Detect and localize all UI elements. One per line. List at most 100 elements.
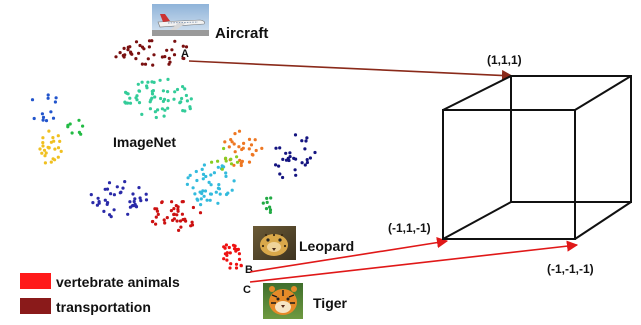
scatter-point: [212, 171, 216, 175]
scatter-point: [126, 48, 130, 52]
scatter-point: [234, 247, 238, 251]
scatter-point: [53, 147, 57, 151]
scatter-point: [208, 192, 213, 196]
scatter-point: [109, 192, 113, 196]
scatter-point: [229, 138, 233, 142]
scatter-point: [158, 78, 162, 82]
legend-swatch-vertebrate: [20, 273, 51, 289]
scatter-point: [227, 145, 231, 149]
scatter-point: [66, 125, 70, 129]
scatter-point: [293, 133, 298, 137]
scatter-point: [160, 55, 164, 59]
scatter-point: [137, 51, 141, 55]
scatter-point: [41, 144, 45, 148]
scatter-point: [195, 197, 199, 201]
scatter-point: [176, 209, 180, 213]
scatter-point: [148, 107, 152, 111]
scatter-point: [144, 192, 148, 196]
scatter-point: [223, 246, 227, 250]
scatter-point: [274, 163, 278, 167]
scatter-point: [180, 212, 184, 216]
legend-label-transportation: transportation: [56, 299, 151, 315]
scatter-point: [147, 45, 151, 49]
scatter-point: [277, 164, 281, 168]
scatter-point: [166, 77, 170, 81]
scatter-point: [224, 156, 228, 160]
scatter-point: [115, 185, 119, 189]
scatter-point: [128, 96, 132, 100]
scatter-point: [207, 180, 211, 184]
scatter-point: [123, 180, 127, 184]
scatter-point: [51, 116, 56, 120]
scatter-point: [304, 139, 308, 143]
point-c-label: C: [243, 284, 251, 296]
scatter-point: [134, 40, 139, 44]
scatter-point: [162, 218, 166, 222]
scatter-point: [145, 86, 149, 90]
scatter-point: [131, 192, 135, 196]
scatter-point: [175, 213, 179, 217]
scatter-point: [162, 114, 166, 118]
hypercube: [442, 75, 632, 240]
scatter-point: [199, 197, 203, 201]
scatter-point: [139, 199, 143, 203]
scatter-point: [162, 97, 167, 101]
scatter-point: [32, 116, 36, 121]
scatter-point: [189, 97, 193, 101]
scatter-point: [42, 148, 47, 152]
scatter-point: [160, 107, 164, 111]
aircraft-thumbnail: [152, 4, 209, 36]
scatter-point: [195, 178, 199, 183]
scatter-point: [163, 108, 167, 112]
scatter-point: [230, 188, 234, 192]
scatter-point: [81, 124, 85, 128]
scatter-point: [216, 165, 220, 169]
scatter-point: [68, 122, 72, 126]
scatter-point: [124, 90, 128, 94]
scatter-point: [205, 198, 209, 202]
scatter-point: [129, 51, 133, 55]
scatter-point: [234, 262, 239, 266]
scatter-point: [138, 43, 142, 48]
scatter-point: [172, 212, 176, 217]
scatter-point: [140, 80, 144, 84]
scatter-point: [165, 48, 169, 52]
scatter-point: [51, 136, 55, 140]
scatter-point: [222, 146, 226, 151]
scatter-point: [59, 149, 63, 153]
scatter-point: [185, 99, 189, 103]
scatter-point: [208, 198, 212, 202]
scatter-point: [183, 109, 187, 113]
scatter-point: [247, 147, 251, 151]
scatter-point: [178, 219, 183, 223]
scatter-point: [155, 207, 159, 211]
scatter-point: [49, 160, 53, 164]
tsne-scatter-plot: [30, 39, 317, 270]
scatter-point: [251, 153, 255, 157]
scatter-point: [170, 200, 174, 204]
scatter-point: [134, 96, 138, 100]
scatter-point: [193, 192, 197, 196]
scatter-point: [268, 208, 273, 212]
scatter-point: [190, 220, 194, 224]
scatter-point: [46, 93, 50, 97]
scatter-point: [247, 137, 252, 141]
scatter-point: [177, 228, 181, 232]
scatter-point: [181, 218, 185, 222]
scatter-point: [44, 151, 48, 155]
scatter-point: [150, 39, 154, 43]
scatter-point: [200, 191, 204, 196]
scatter-point: [284, 151, 288, 155]
scatter-point: [133, 197, 137, 201]
scatter-point: [152, 53, 156, 57]
scatter-point: [152, 80, 156, 84]
scatter-point: [269, 196, 273, 200]
scatter-point: [105, 202, 109, 206]
scatter-point: [191, 186, 195, 190]
scatter-point: [293, 168, 297, 172]
scatter-point: [268, 205, 272, 209]
scatter-point: [107, 181, 112, 185]
scatter-point: [114, 55, 118, 59]
scatter-point: [183, 87, 187, 91]
scatter-point: [173, 39, 177, 43]
